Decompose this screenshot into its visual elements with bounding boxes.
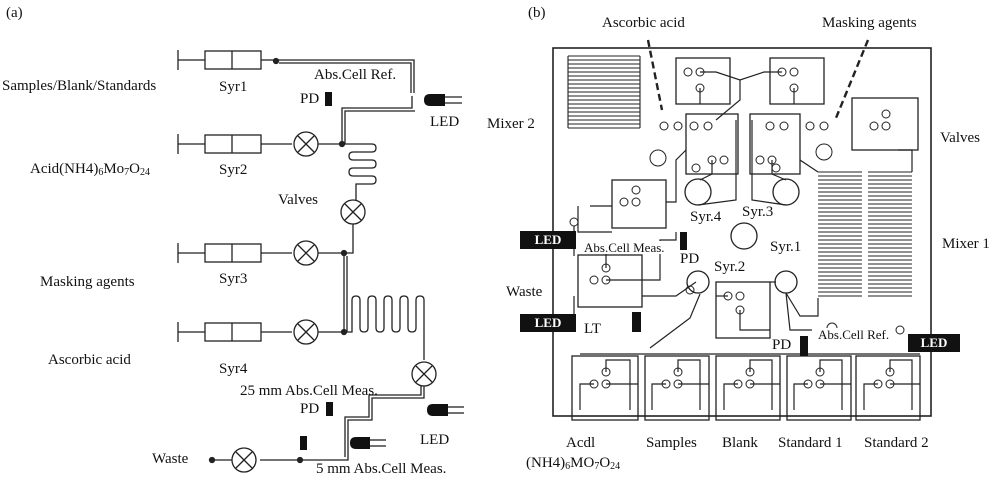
panel-a-schematic xyxy=(177,50,437,473)
label-mixer-1: Mixer 1 xyxy=(942,236,990,252)
valve-a-main xyxy=(340,199,366,225)
label-lt: LT xyxy=(584,321,601,337)
syringe-2-port xyxy=(686,270,710,294)
label-mixer-2: Mixer 2 xyxy=(487,116,535,132)
mixer-1-serpentine xyxy=(818,171,912,297)
label-abs-cell-ref-b: Abs.Cell Ref. xyxy=(818,327,890,342)
label-standard-2: Standard 2 xyxy=(864,435,929,451)
label-samples-blank-standards: Samples/Blank/Standards xyxy=(2,78,157,94)
label-syr1: Syr1 xyxy=(219,79,248,95)
label-syr4-b: Syr.4 xyxy=(690,209,722,225)
valve-a4 xyxy=(293,319,319,345)
mixer-a-small xyxy=(345,143,377,200)
led-b-lt: LED xyxy=(520,314,576,332)
led-a3 xyxy=(350,437,386,449)
label-acid-reagent: Acid(NH4)6Mo7O24 xyxy=(30,161,151,178)
label-standard-1: Standard 1 xyxy=(778,435,843,451)
label-abs-cell-ref: Abs.Cell Ref. xyxy=(314,67,397,83)
label-led-2: LED xyxy=(420,432,450,448)
label-syr1-b: Syr.1 xyxy=(770,239,802,255)
valve-a2 xyxy=(293,131,319,157)
label-samples-b: Samples xyxy=(646,435,697,451)
photodiode-b-top xyxy=(680,232,687,250)
label-valves-a: Valves xyxy=(278,192,318,208)
syringe-3 xyxy=(177,243,292,263)
label-pd-2: PD xyxy=(300,401,320,417)
led-a2 xyxy=(427,404,464,416)
led-b-right: LED xyxy=(908,334,960,352)
label-led-1: LED xyxy=(430,114,460,130)
valve-a3 xyxy=(293,240,319,266)
syringe-2 xyxy=(177,134,292,154)
syringe-4-port xyxy=(684,178,712,206)
mixer-2-serpentine xyxy=(567,55,641,129)
label-pd-b-bottom: PD xyxy=(772,337,792,353)
label-nh4-reagent: (NH4)6MO7O24 xyxy=(526,455,621,472)
label-pd-1: PD xyxy=(300,91,320,107)
label-blank: Blank xyxy=(722,435,758,451)
led-b-left: LED xyxy=(520,231,576,249)
valve-a5 xyxy=(411,361,437,387)
label-ascorbic-acid-a: Ascorbic acid xyxy=(48,352,131,368)
label-abs-cell-meas-b: Abs.Cell Meas. xyxy=(584,240,665,255)
panel-b-chip xyxy=(552,39,932,421)
label-25mm-abs-cell-meas: 25 mm Abs.Cell Meas. xyxy=(240,383,378,399)
label-syr4: Syr4 xyxy=(219,361,248,377)
photodiode-a1 xyxy=(325,92,332,106)
label-masking-agents-a: Masking agents xyxy=(40,274,135,290)
syringe-1 xyxy=(177,50,276,70)
photodiode-a3 xyxy=(300,436,307,450)
label-valves-b: Valves xyxy=(940,130,980,146)
photodiode-b-bottom xyxy=(800,336,808,356)
photodiode-b-lt xyxy=(632,312,641,332)
photodiode-a2 xyxy=(326,402,333,416)
label-syr3-b: Syr.3 xyxy=(742,204,774,220)
label-ascorbic-acid-b: Ascorbic acid xyxy=(602,15,685,31)
label-syr3: Syr3 xyxy=(219,271,248,287)
led-a1 xyxy=(424,94,462,106)
panel-a-label: (a) xyxy=(6,5,23,21)
syringe-4 xyxy=(177,322,292,342)
label-acdl: Acdl xyxy=(566,435,596,451)
label-waste-b: Waste xyxy=(506,284,543,300)
label-5mm-abs-cell-meas: 5 mm Abs.Cell Meas. xyxy=(316,461,447,477)
label-syr2-b: Syr.2 xyxy=(714,259,746,275)
syringe-3-port xyxy=(772,178,800,206)
panel-b-label: (b) xyxy=(528,5,546,21)
label-masking-agents-b: Masking agents xyxy=(822,15,917,31)
valve-a-waste xyxy=(231,447,257,473)
label-pd-b-top: PD xyxy=(680,251,700,267)
label-waste-a: Waste xyxy=(152,451,189,467)
syringe-1-port xyxy=(774,270,798,294)
mixer-a-large xyxy=(347,295,425,360)
label-syr2: Syr2 xyxy=(219,162,248,178)
